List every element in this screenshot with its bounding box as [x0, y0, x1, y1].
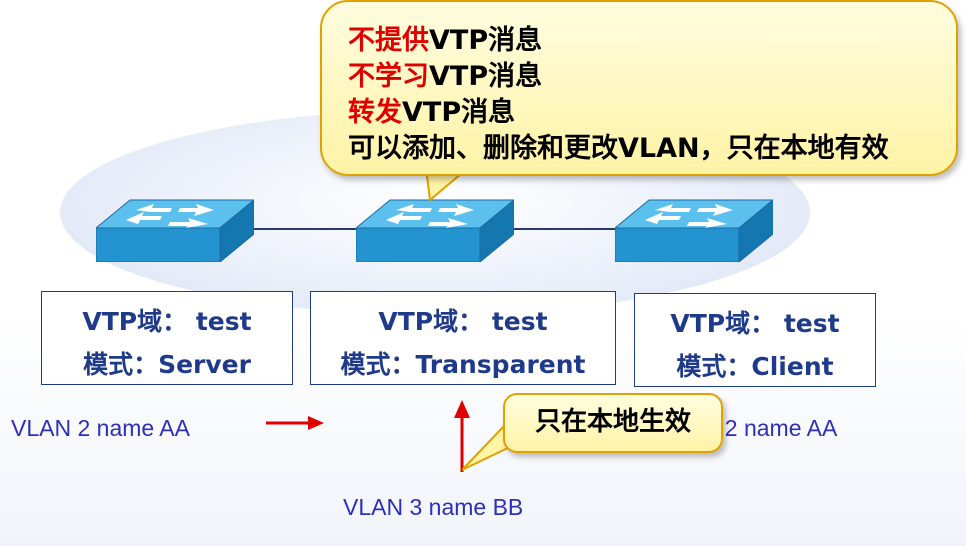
callout-line2-red: 不学习 [348, 61, 429, 92]
transparent-domain-label: VTP域： test [378, 307, 548, 336]
callout-line-4: 可以添加、删除和更改VLAN，只在本地有效 [348, 133, 889, 164]
switch-icon-server [96, 199, 254, 262]
callout-line3-black: VTP消息 [402, 97, 516, 128]
callout-line2-black: VTP消息 [429, 61, 543, 92]
callout-line1-black: VTP消息 [429, 25, 543, 56]
right-arrow-icon [266, 416, 324, 430]
client-mode-label: 模式：Client [676, 352, 834, 381]
callout-line-3: 转发VTP消息 [348, 90, 515, 129]
link-server-transparent [245, 228, 365, 230]
callout-line-1: 不提供VTP消息 [348, 18, 542, 57]
transparent-info-box: VTP域： test 模式：Transparent [310, 291, 616, 385]
transparent-mode-callout: 不提供VTP消息 不学习VTP消息 转发VTP消息 可以添加、删除和更改VLAN… [320, 0, 958, 176]
switch-icon-transparent [356, 199, 514, 262]
vlan-left-text: VLAN 2 name AA [11, 415, 190, 441]
server-mode-label: 模式：Server [83, 350, 251, 379]
up-arrow-icon [454, 400, 470, 472]
transparent-mode-label: 模式：Transparent [340, 350, 586, 379]
vlan-bottom-text: VLAN 3 name BB [343, 494, 524, 520]
link-transparent-client [505, 228, 625, 230]
client-info-box: VTP域： test 模式：Client [634, 293, 876, 387]
server-domain-label: VTP域： test [82, 307, 252, 336]
local-effect-bubble: 只在本地生效 [503, 393, 723, 453]
callout-line-2: 不学习VTP消息 [348, 54, 542, 93]
client-domain-label: VTP域： test [670, 309, 840, 338]
callout-line3-red: 转发 [348, 97, 402, 128]
callout-line1-red: 不提供 [348, 25, 429, 56]
server-info-box: VTP域： test 模式：Server [41, 291, 293, 385]
switch-icon-client [615, 199, 773, 262]
vlan-right-text: I 2 name AA [712, 415, 838, 441]
